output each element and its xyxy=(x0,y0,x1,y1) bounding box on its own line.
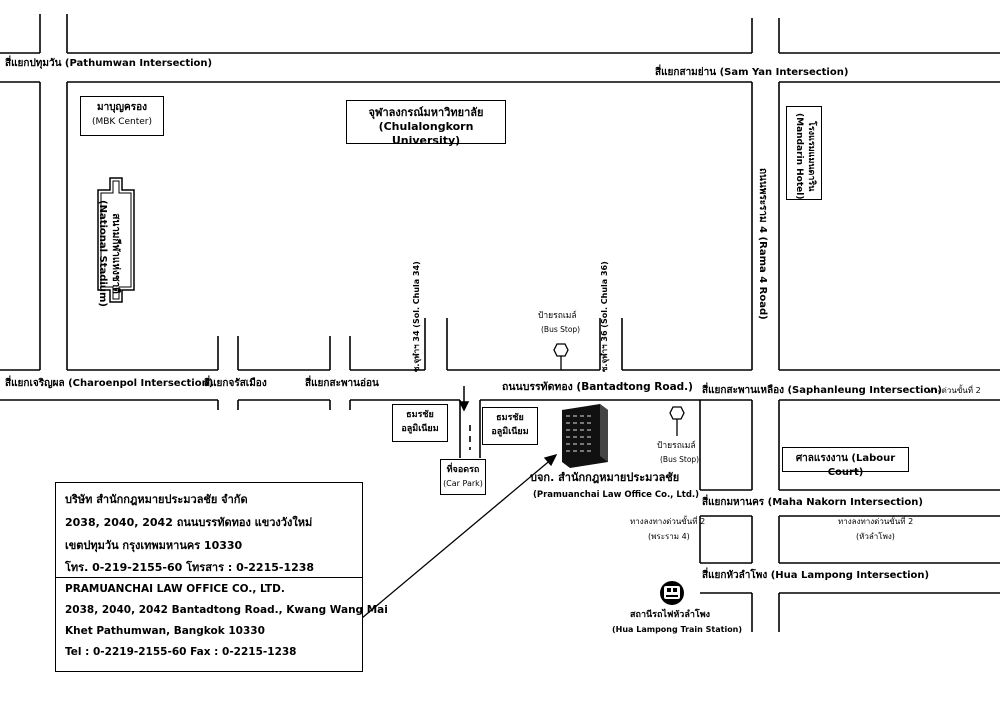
stadium-name: สนามกีฬาแห่งชาติ xyxy=(110,213,121,294)
aluminium-shop-left-box: ธมรชัย อลูมิเนียม xyxy=(392,404,448,442)
stadium-name-en: (National Stadium) xyxy=(97,200,108,307)
aluminium-shop-left-line2: อลูมิเนียม xyxy=(401,424,439,434)
label-sam-yan-intersection: สี่แยกสามย่าน (Sam Yan Intersection) xyxy=(655,67,849,78)
label-soi-chula-34: ซ.จุฬาฯ 34 (Sol. Chula 34) xyxy=(412,261,421,372)
labour-court-box: ศาลแรงงาน (Labour Court) xyxy=(782,447,909,478)
labour-court-name: ศาลแรงงาน (Labour Court) xyxy=(795,453,896,478)
company-name-th: บริษัท สำนักกฎหมายประมวลชัย จำกัด xyxy=(65,493,248,506)
mandarin-hotel-label: โรงแรมแมนดาริน (Mandarin Hotel) xyxy=(793,113,817,199)
bus-stop-1-icon xyxy=(553,343,569,370)
label-expressway-2: ทางด่วนขั้นที่ 2 xyxy=(928,386,981,395)
mbk-center-box: มาบุญครอง (MBK Center) xyxy=(80,96,164,136)
label-expressway-exit-rama4-sub: (พระราม 4) xyxy=(648,532,690,541)
bus-stop-1-label: ป้ายรถเมล์ xyxy=(538,311,577,321)
office-building-icon xyxy=(562,404,608,468)
address-en-line1: 2038, 2040, 2042 Bantadtong Road., Kwang… xyxy=(65,604,388,616)
pointer-arrow-icon xyxy=(361,453,558,619)
mandarin-hotel-name-en: (Mandarin Hotel) xyxy=(794,113,804,200)
bus-stop-1-label-en: (Bus Stop) xyxy=(541,325,581,334)
contact-info-box: บริษัท สำนักกฎหมายประมวลชัย จำกัด 2038, … xyxy=(55,482,388,672)
aluminium-shop-right-line2: อลูมิเนียม xyxy=(491,427,529,437)
contact-divider xyxy=(56,577,362,578)
stadium-label: สนามกีฬาแห่งชาติ (National Stadium) xyxy=(96,200,122,307)
label-bantadtong-road: ถนนบรรทัดทอง (Bantadtong Road.) xyxy=(502,381,693,393)
company-name-en: PRAMUANCHAI LAW OFFICE CO., LTD. xyxy=(65,583,285,595)
label-expressway-exit-hua-lampong: ทางลงทางด่วนขั้นที่ 2 xyxy=(838,517,914,526)
label-maha-nakorn-intersection: สี่แยกมหานคร (Maha Nakorn Intersection) xyxy=(702,497,923,508)
phone-th: โทร. 0-219-2155-60 โทรสาร : 0-2215-1238 xyxy=(65,561,315,574)
mbk-center-name: มาบุญครอง xyxy=(96,102,148,113)
label-saphan-on-intersection: สี่แยกสะพานอ่อน xyxy=(305,378,379,389)
label-pathumwan-intersection: สี่แยกปทุมวัน (Pathumwan Intersection) xyxy=(5,58,213,69)
bus-stop-2-label-en: (Bus Stop) xyxy=(660,455,700,464)
mandarin-hotel-name: โรงแรมแมนดาริน xyxy=(806,121,816,192)
mandarin-hotel-box: โรงแรมแมนดาริน (Mandarin Hotel) xyxy=(786,106,822,200)
stadium-outline xyxy=(97,177,135,303)
label-rama4-road: ถนนพระราม 4 (Rama 4 Road) xyxy=(757,168,768,320)
phone-en: Tel : 0-2219-2155-60 Fax : 0-2215-1238 xyxy=(65,646,297,658)
label-expressway-exit-hua-lampong-sub: (หัวลำโพง) xyxy=(856,532,895,541)
office-name: บจก. สำนักกฎหมายประมวลชัย xyxy=(530,471,680,484)
address-th-line2: เขตปทุมวัน กรุงเทพมหานคร 10330 xyxy=(65,539,243,552)
mbk-center-name-en: (MBK Center) xyxy=(91,117,153,127)
label-expressway-exit-rama4: ทางลงทางด่วนขั้นที่ 2 xyxy=(630,517,706,526)
label-charoenpol-intersection: สี่แยกเจริญผล (Charoenpol Intersection) xyxy=(5,378,214,389)
direction-arrow-icon xyxy=(458,386,470,412)
train-station-icon xyxy=(660,581,684,605)
address-en-line2: Khet Pathumwan, Bangkok 10330 xyxy=(65,625,265,637)
train-station-name: สถานีรถไฟหัวลำโพง xyxy=(630,610,711,620)
car-park-name-en: (Car Park) xyxy=(443,479,483,488)
bus-stop-2-label: ป้ายรถเมล์ xyxy=(657,441,696,451)
label-hua-lampong-intersection: สี่แยกหัวลำโพง (Hua Lampong Intersection… xyxy=(702,570,930,581)
car-park-name: ที่จอดรถ xyxy=(446,465,480,475)
office-name-en: (Pramuanchai Law Office Co., Ltd.) xyxy=(533,490,700,500)
label-saphanleung-intersection: สี่แยกสะพานเหลือง (Saphanleung Intersect… xyxy=(702,385,943,396)
aluminium-shop-right-line1: ธมรชัย xyxy=(496,413,524,423)
chula-university-name-en: (Chulalongkorn University) xyxy=(378,120,474,147)
aluminium-shop-left-line1: ธมรชัย xyxy=(406,410,434,420)
chula-university-box: จุฬาลงกรณ์มหาวิทยาลัย (Chulalongkorn Uni… xyxy=(346,100,506,147)
label-charoen-mueang-intersection: สี่แยกจรัสเมือง xyxy=(204,378,267,389)
bus-stop-2-icon xyxy=(669,406,685,436)
aluminium-shop-right-box: ธมรชัย อลูมิเนียม xyxy=(482,407,538,445)
chula-university-name: จุฬาลงกรณ์มหาวิทยาลัย xyxy=(368,106,484,119)
label-soi-chula-36: ซ.จุฬาฯ 36 (Sol. Chula 36) xyxy=(600,261,609,372)
address-th-line1: 2038, 2040, 2042 ถนนบรรทัดทอง แขวงวังใหม… xyxy=(65,516,313,529)
car-park-box: ที่จอดรถ (Car Park) xyxy=(440,459,486,495)
train-station-name-en: (Hua Lampong Train Station) xyxy=(612,625,743,634)
